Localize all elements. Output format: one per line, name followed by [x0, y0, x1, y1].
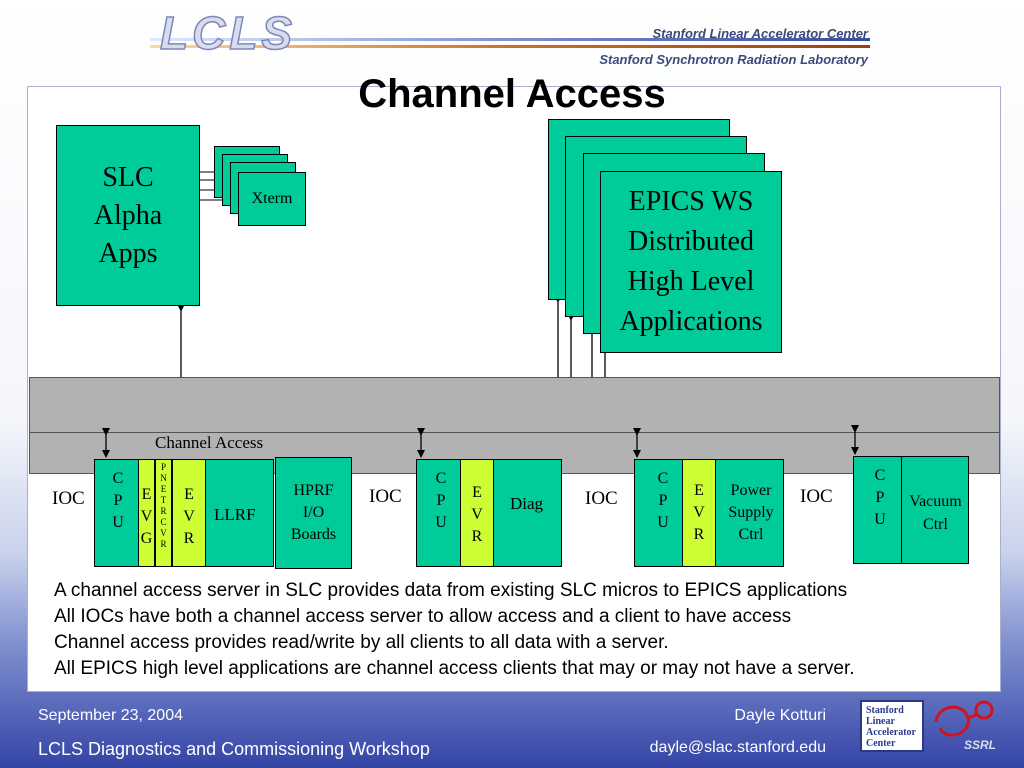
ioc3-evr-r: R	[693, 526, 705, 543]
ssrl-logo-mark	[934, 700, 994, 737]
ioc1-pnet-card: P N E T R C V R	[155, 459, 172, 567]
footer-workshop: LCLS Diagnostics and Commissioning Works…	[38, 739, 430, 759]
ioc1-hprf-box: HPRF I/O Boards	[275, 457, 352, 569]
ioc1-cpu-c: C	[112, 470, 124, 487]
ioc3-power-line-1: Power	[730, 482, 772, 499]
ioc2-evr-v: V	[471, 506, 483, 523]
footer-email: dayle@slac.stanford.edu	[649, 739, 826, 756]
ioc1-evr-v: V	[183, 508, 195, 525]
ioc4-cpu-c: C	[874, 467, 886, 484]
ioc1-pnet-e: E	[160, 484, 167, 494]
slac-logo-line-4: Center	[866, 738, 896, 749]
epics-ws-line-2: Distributed	[628, 226, 754, 257]
epics-ws-box: EPICS WS Distributed High Level Applicat…	[600, 171, 782, 353]
slc-line-3: Apps	[98, 237, 158, 269]
epics-ws-line-4: Applications	[619, 306, 763, 337]
footer-author: Dayle Kotturi	[734, 707, 826, 724]
ssrl-logo: SSRL	[928, 698, 1000, 754]
ioc1-hprf-line-1: HPRF	[293, 482, 334, 499]
ioc3-cpu-p: P	[658, 492, 668, 509]
note-3: Channel access provides read/write by al…	[54, 632, 669, 653]
epics-ws-line-3: High Level	[627, 266, 755, 297]
slc-line-1: SLC	[102, 161, 154, 193]
ioc2-evr-card: E V R	[460, 459, 494, 567]
ioc1-evg-v: V	[140, 508, 153, 525]
header-rule-bottom	[150, 45, 870, 48]
header-rule-top	[150, 38, 870, 41]
ioc1-pnet-r: R	[160, 506, 167, 516]
ioc1-pnet-c: C	[160, 517, 167, 527]
ioc1-pnet-r2: R	[160, 539, 167, 549]
notes-list: A channel access server in SLC provides …	[54, 578, 855, 682]
ioc2-cpu-p: P	[436, 492, 446, 509]
slac-logo-line-1: Stanford	[866, 705, 904, 716]
xterm-box: Xterm	[238, 172, 306, 226]
ioc1-pnet-v: V	[160, 528, 167, 538]
ioc2-cpu-u: U	[435, 514, 447, 531]
note-1: A channel access server in SLC provides …	[54, 580, 848, 601]
ioc1-pnet-t: T	[160, 495, 167, 505]
ioc3-power-supply: Power Supply Ctrl	[720, 480, 782, 546]
channel-access-bus-label: Channel Access	[155, 433, 264, 452]
ioc4-divider	[901, 456, 902, 564]
ioc2-cpu-c: C	[435, 470, 447, 487]
slc-alpha-apps-box: SLC Alpha Apps	[56, 125, 200, 306]
ioc4-label: IOC	[800, 486, 833, 507]
slac-logo-line-3: Accelerator	[866, 727, 916, 738]
ioc3-evr-card: E V R	[682, 459, 716, 567]
header: LCLS Stanford Linear Accelerator Center …	[0, 0, 1024, 80]
ioc3-cpu: C P U	[653, 468, 673, 534]
lcls-logo: LCLS	[159, 6, 297, 60]
ioc4-cpu: C P U	[870, 465, 890, 531]
ioc4-cpu-u: U	[874, 511, 886, 528]
ioc4-cpu-p: P	[875, 489, 885, 506]
ioc4-vacuum-line-1: Vacuum	[909, 493, 962, 510]
ioc4-vacuum-ctrl: Vacuum Ctrl	[902, 490, 969, 536]
ioc2-diag-label: Diag	[510, 494, 544, 513]
org-name-slac: Stanford Linear Accelerator Center	[652, 26, 868, 41]
ioc1-pnet-n: N	[160, 473, 167, 483]
ioc1-cpu: C P U	[108, 468, 128, 534]
ioc1-label: IOC	[52, 488, 85, 509]
ioc1-evr-card: E V R	[172, 459, 206, 567]
org-name-ssrl: Stanford Synchrotron Radiation Laborator…	[599, 52, 868, 67]
ssrl-logo-text: SSRL	[963, 738, 996, 752]
ioc2-cpu: C P U	[431, 468, 451, 534]
ioc1-cpu-u: U	[112, 514, 124, 531]
ioc1-pnet-p: P	[160, 462, 166, 472]
epics-ws-line-1: EPICS WS	[628, 186, 754, 217]
ioc4-crate	[853, 456, 969, 564]
ioc1-evr-e: E	[184, 486, 194, 503]
ioc1-hprf-line-2: I/O	[302, 504, 325, 521]
slac-logo: Stanford Linear Accelerator Center	[860, 700, 924, 752]
note-4: All EPICS high level applications are ch…	[54, 658, 855, 679]
ioc4-vacuum-line-2: Ctrl	[923, 516, 948, 533]
ioc3-cpu-c: C	[657, 470, 669, 487]
ioc3-cpu-u: U	[657, 514, 669, 531]
ioc1-hprf-line-3: Boards	[290, 526, 337, 543]
slide-title: Channel Access	[358, 72, 666, 116]
ioc1-cpu-p: P	[113, 492, 123, 509]
ioc3-power-line-2: Supply	[728, 504, 774, 521]
slac-logo-line-2: Linear	[866, 716, 895, 727]
ioc1-evr-r: R	[183, 530, 195, 547]
ioc3-evr-v: V	[693, 504, 705, 521]
footer-date: September 23, 2004	[38, 707, 183, 724]
ioc3-power-line-3: Ctrl	[738, 526, 764, 543]
ioc2-label: IOC	[369, 486, 402, 507]
ioc1-evg-e: E	[141, 486, 152, 503]
ioc2-evr-e: E	[472, 484, 482, 501]
ioc1-evg-g: G	[140, 530, 153, 547]
slc-line-2: Alpha	[93, 199, 163, 231]
ioc2-evr-r: R	[471, 528, 483, 545]
ioc3-evr-e: E	[694, 482, 704, 499]
ioc3-label: IOC	[585, 488, 618, 509]
ioc1-evg-card: E V G	[138, 459, 155, 567]
note-2: All IOCs have both a channel access serv…	[54, 606, 792, 627]
ioc1-llrf-label: LLRF	[214, 505, 256, 524]
